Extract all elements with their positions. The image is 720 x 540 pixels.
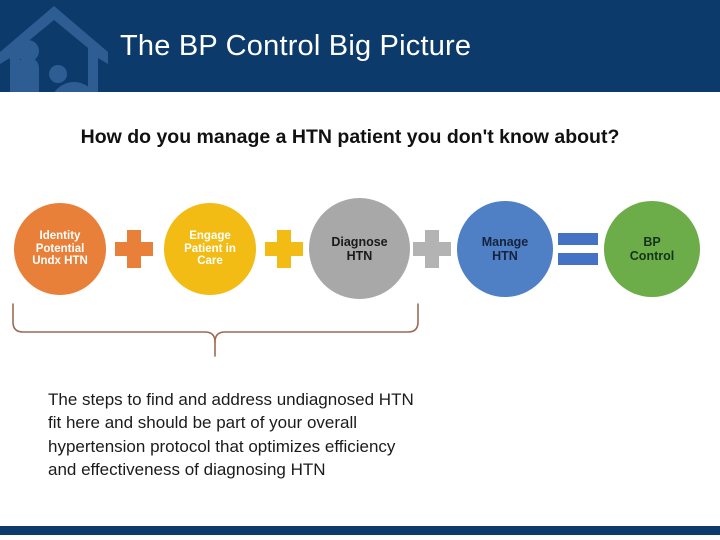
flow-node-label: Diagnose HTN <box>331 234 388 263</box>
flow-node-label: BP Control <box>629 235 675 263</box>
curly-brace-icon <box>12 303 419 357</box>
flow-node-label: Manage HTN <box>481 235 529 263</box>
flow-node-bp-control[interactable]: BP Control <box>604 201 700 297</box>
flow-node-identify-potential-undx-htn[interactable]: Identity Potential Undx HTN <box>14 203 106 295</box>
flow-node-label: Identity Potential Undx HTN <box>32 229 88 268</box>
page-title: The BP Control Big Picture <box>120 29 472 62</box>
flow-node-engage-patient-in-care[interactable]: Engage Patient in Care <box>164 203 256 295</box>
house-family-logo-icon <box>0 6 108 92</box>
plus-operator-2-icon <box>265 230 303 268</box>
slide-header: The BP Control Big Picture <box>0 0 720 92</box>
flow-node-label: Engage Patient in Care <box>184 229 236 268</box>
bp-control-flow-diagram: Identity Potential Undx HTN Engage Patie… <box>0 198 720 308</box>
grouping-brace <box>0 300 460 358</box>
footer-accent-bar <box>0 526 720 535</box>
body-paragraph: The steps to find and address undiagnose… <box>48 390 414 480</box>
plus-operator-1-icon <box>115 230 153 268</box>
equals-operator-icon <box>558 231 598 267</box>
flow-node-diagnose-htn[interactable]: Diagnose HTN <box>309 198 410 299</box>
subtitle-question: How do you manage a HTN patient you don'… <box>80 126 620 148</box>
plus-operator-3-icon <box>413 230 451 268</box>
flow-node-manage-htn[interactable]: Manage HTN <box>457 201 553 297</box>
